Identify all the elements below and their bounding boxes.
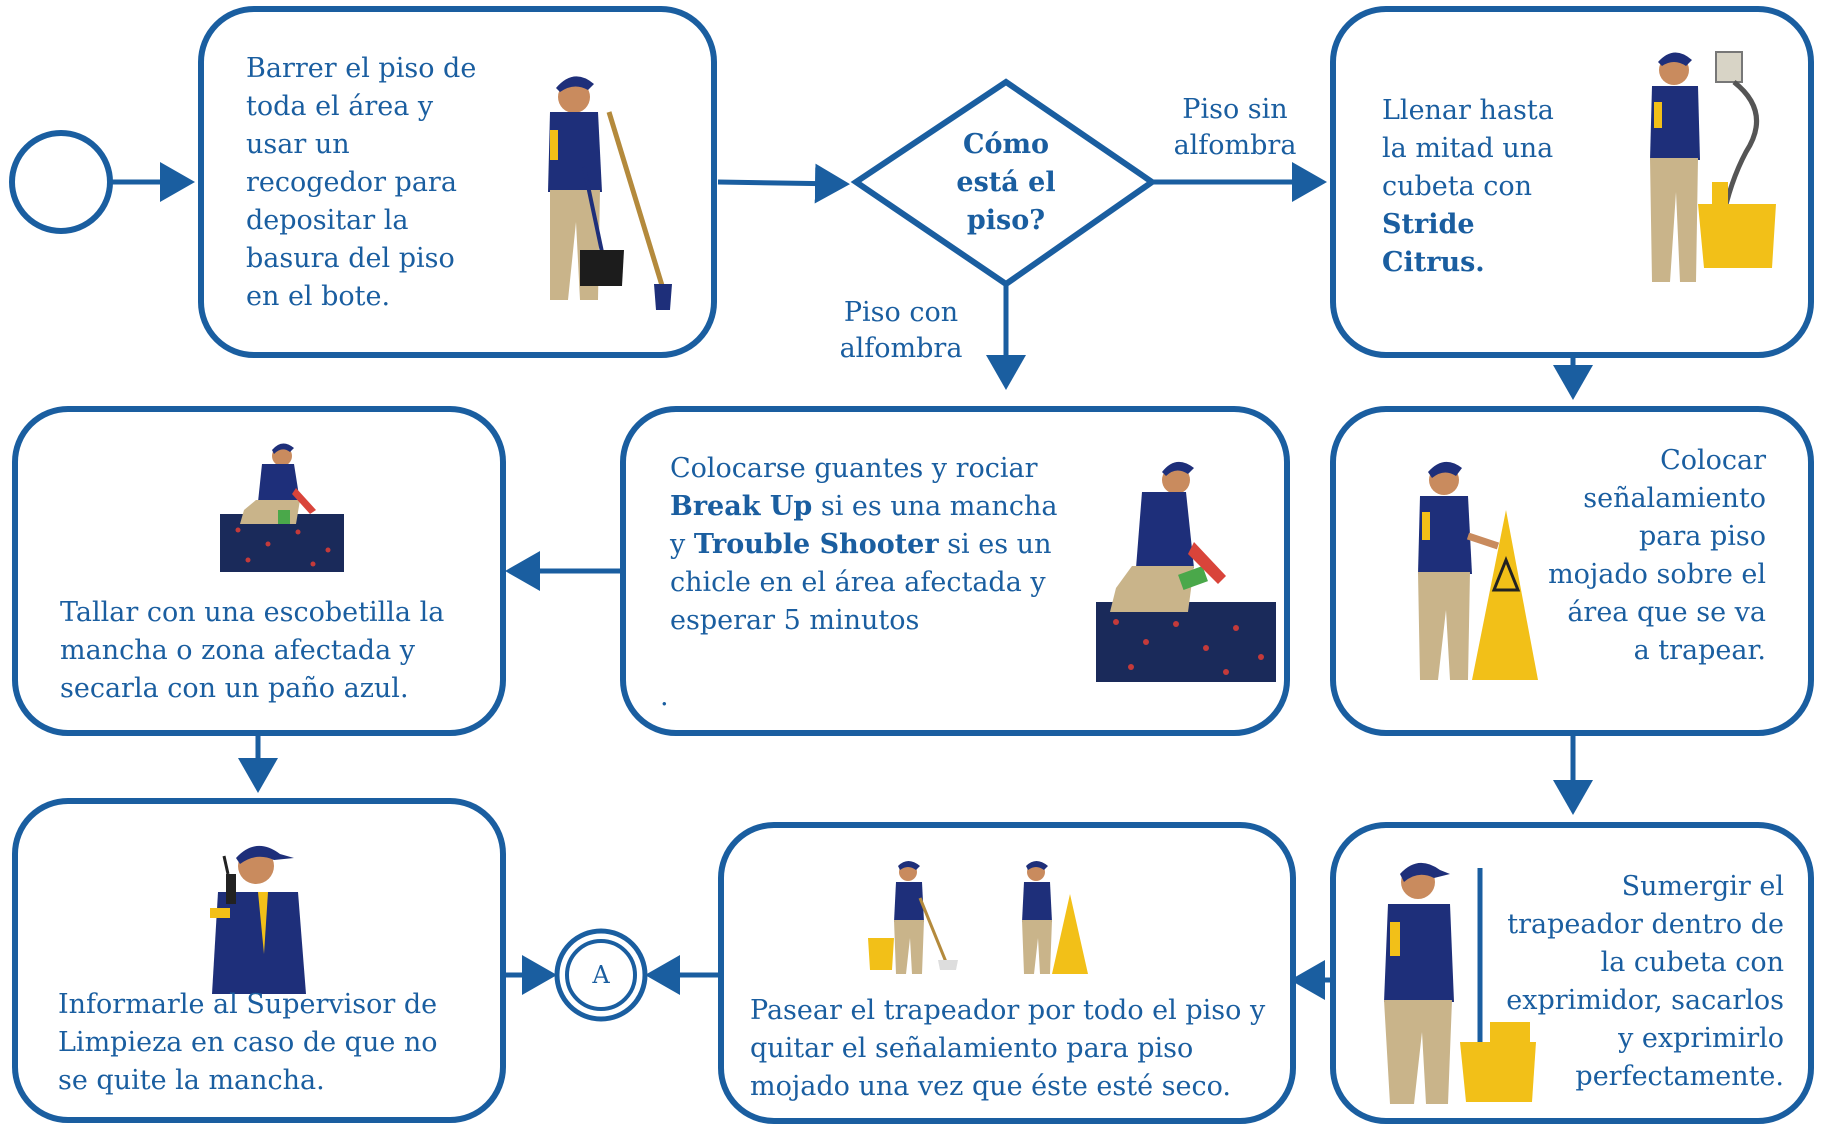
person-radio-icon (210, 845, 306, 994)
person-placing-sign-small-icon (1022, 861, 1088, 974)
step-informar: Informarle al Supervisor de Limpieza en … (12, 798, 506, 1123)
person-wringing-mop-icon (1384, 862, 1536, 1104)
step-llenar-text-normal: Llenar hasta la mitad una cubeta con (1382, 95, 1554, 202)
step-llenar: Llenar hasta la mitad una cubeta con Str… (1330, 6, 1814, 358)
step-colocar-text: Colocar señalamiento para piso mojado so… (1548, 445, 1766, 666)
branch-label-con-alfombra: Piso con alfombra (839, 297, 963, 364)
step-rociar-text-2: si es una mancha y (670, 491, 1058, 560)
step-llenar-text: Llenar hasta la mitad una cubeta con Str… (1382, 92, 1582, 282)
step-barrer-text: Barrer el piso de toda el área y usar un… (246, 53, 477, 312)
step-informar-text: Informarle al Supervisor de Limpieza en … (58, 989, 438, 1096)
connector-outer-ring (554, 928, 648, 1022)
arrow-barrer-to-decision (717, 163, 850, 204)
branch-label-sin-alfombra: Piso sin alfombra (1173, 94, 1297, 161)
person-sweeping-icon (548, 76, 672, 310)
step-rociar-text: Colocarse guantes y rociar Break Up si e… (670, 450, 1065, 640)
decision-question: Cómo está el piso? (956, 129, 1056, 236)
step-barrer: Barrer el piso de toda el área y usar un… (198, 6, 717, 358)
person-scrubbing-carpet-icon (220, 443, 344, 572)
step-tallar-text: Tallar con una escobetilla la mancha o z… (60, 597, 445, 704)
step-rociar-product-trouble-shooter: Trouble Shooter (693, 529, 939, 560)
step-pasear: Pasear el trapeador por todo el piso y q… (718, 822, 1296, 1124)
step-llenar-product: Stride Citrus. (1382, 209, 1485, 278)
step-pasear-text: Pasear el trapeador por todo el piso y q… (750, 995, 1266, 1102)
step-rociar-trailing-dot: . (660, 681, 669, 712)
person-filling-bucket-icon (1650, 51, 1776, 282)
step-rociar-text-3: si es un chicle en el área afectada y es… (670, 529, 1052, 636)
step-rociar-text-1: Colocarse guantes y rociar (670, 453, 1038, 484)
step-sumergir: Sumergir el trapeador dentro de la cubet… (1330, 822, 1814, 1124)
connector-inner-ring (565, 939, 637, 1011)
step-colocar: Colocar señalamiento para piso mojado so… (1330, 406, 1814, 736)
step-rociar-product-break-up: Break Up (670, 491, 813, 522)
step-tallar: Tallar con una escobetilla la mancha o z… (12, 406, 506, 736)
person-mopping-icon (868, 861, 958, 974)
step-rociar: Colocarse guantes y rociar Break Up si e… (620, 406, 1290, 736)
person-placing-sign-icon (1418, 461, 1538, 680)
connector-label: A (592, 961, 610, 989)
step-sumergir-text: Sumergir el trapeador dentro de la cubet… (1506, 871, 1784, 1092)
person-spraying-carpet-icon (1096, 461, 1276, 682)
start-circle (9, 130, 113, 234)
